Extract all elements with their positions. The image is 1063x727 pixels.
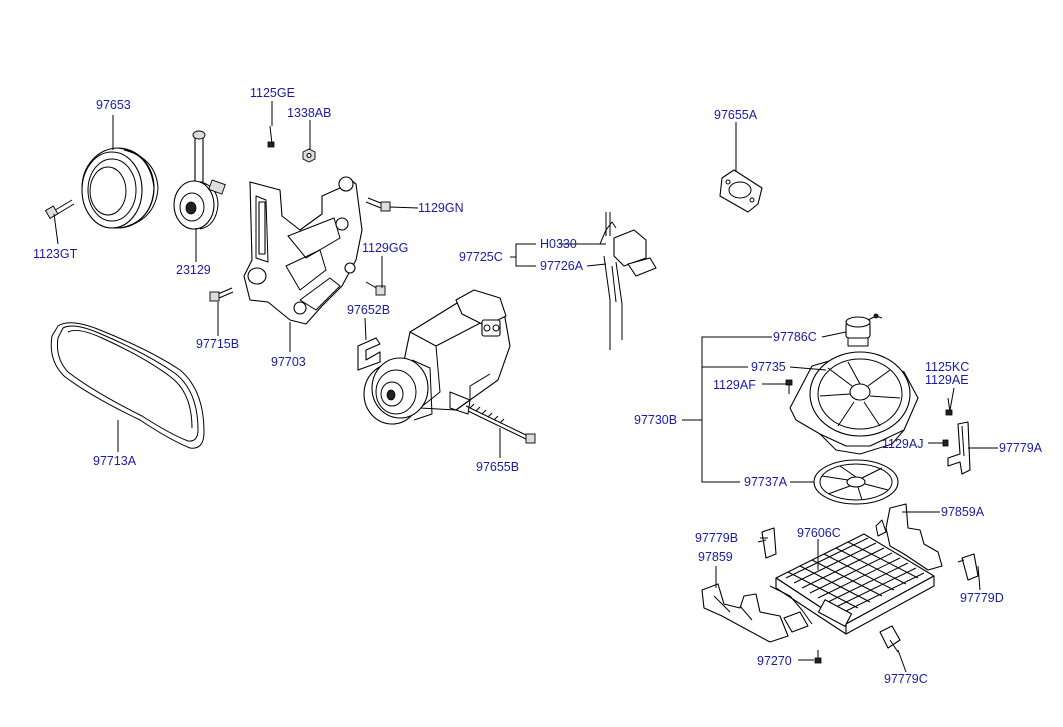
- label-97730b[interactable]: 97730B: [634, 413, 677, 427]
- compressor-bracket-part: [243, 176, 363, 325]
- label-97606c[interactable]: 97606C: [797, 526, 841, 540]
- label-1129gn[interactable]: 1129GN: [418, 201, 464, 215]
- label-1129gg[interactable]: 1129GG: [362, 241, 408, 255]
- leader-lines: [53, 101, 998, 673]
- label-97859a[interactable]: 97859A: [941, 505, 985, 519]
- bolt-1129gg: [365, 281, 386, 296]
- drive-belt-part: [50, 322, 205, 449]
- label-1129af[interactable]: 1129AF: [713, 378, 756, 392]
- label-h0330[interactable]: H0330: [540, 237, 577, 251]
- label-97779c[interactable]: 97779C: [884, 672, 928, 686]
- label-97715b[interactable]: 97715B: [196, 337, 239, 351]
- bracket-97779d: [957, 553, 979, 581]
- fan-shroud-part: [789, 351, 919, 455]
- label-97655a[interactable]: 97655A: [714, 108, 758, 122]
- nut-1338ab: [302, 148, 316, 163]
- label-1129aj[interactable]: 1129AJ: [882, 437, 923, 451]
- bracket-97779b: [757, 527, 777, 559]
- label-97779b[interactable]: 97779B: [695, 531, 738, 545]
- label-1125kc[interactable]: 1125KC: [925, 360, 969, 374]
- label-97725c[interactable]: 97725C: [459, 250, 503, 264]
- bracket-97779c: [879, 625, 901, 653]
- air-guard-97859: [701, 583, 789, 643]
- ac-compressor-part: [363, 289, 511, 425]
- screw-97270: [783, 611, 822, 664]
- bracket-97779a: [947, 421, 971, 475]
- gasket-part: [719, 169, 763, 213]
- part-labels: 97653 1123GT 23129 1125GE 1338AB 1129GN …: [33, 86, 1043, 686]
- long-bolt-97655b: [465, 403, 536, 444]
- condenser-part: [769, 533, 935, 635]
- bolt-1123gt: [44, 199, 75, 219]
- label-1125ge[interactable]: 1125GE: [250, 86, 295, 100]
- label-1338ab[interactable]: 1338AB: [287, 106, 331, 120]
- tensioner-pulley-part: [173, 130, 226, 230]
- label-97655b[interactable]: 97655B: [476, 460, 519, 474]
- bracket-97652b: [357, 337, 381, 371]
- bolt-1125ge: [267, 125, 275, 148]
- label-97270[interactable]: 97270: [757, 654, 792, 668]
- bolt-1129af: [785, 379, 793, 394]
- bolt-1129gn: [365, 197, 391, 212]
- label-97859[interactable]: 97859: [698, 550, 733, 564]
- label-97737a[interactable]: 97737A: [744, 475, 788, 489]
- label-1129ae[interactable]: 1129AE: [925, 373, 969, 387]
- label-97779d[interactable]: 97779D: [960, 591, 1004, 605]
- bolt-1129aj: [934, 439, 949, 447]
- label-97779a[interactable]: 97779A: [999, 441, 1043, 455]
- label-97713a[interactable]: 97713A: [93, 454, 137, 468]
- pulley-part: [81, 147, 159, 229]
- label-23129[interactable]: 23129: [176, 263, 211, 277]
- label-97786c[interactable]: 97786C: [773, 330, 817, 344]
- label-97726a[interactable]: 97726A: [540, 259, 584, 273]
- pressure-switch-part: [599, 212, 657, 350]
- fan-motor-part: [845, 313, 883, 347]
- bolt-97715b: [209, 287, 234, 302]
- label-97735[interactable]: 97735: [751, 360, 786, 374]
- label-1123gt[interactable]: 1123GT: [33, 247, 78, 261]
- cooling-fan-part: [813, 459, 899, 505]
- label-97703[interactable]: 97703: [271, 355, 306, 369]
- label-97653[interactable]: 97653: [96, 98, 131, 112]
- air-guard-97859a: [875, 503, 943, 571]
- label-97652b[interactable]: 97652B: [347, 303, 390, 317]
